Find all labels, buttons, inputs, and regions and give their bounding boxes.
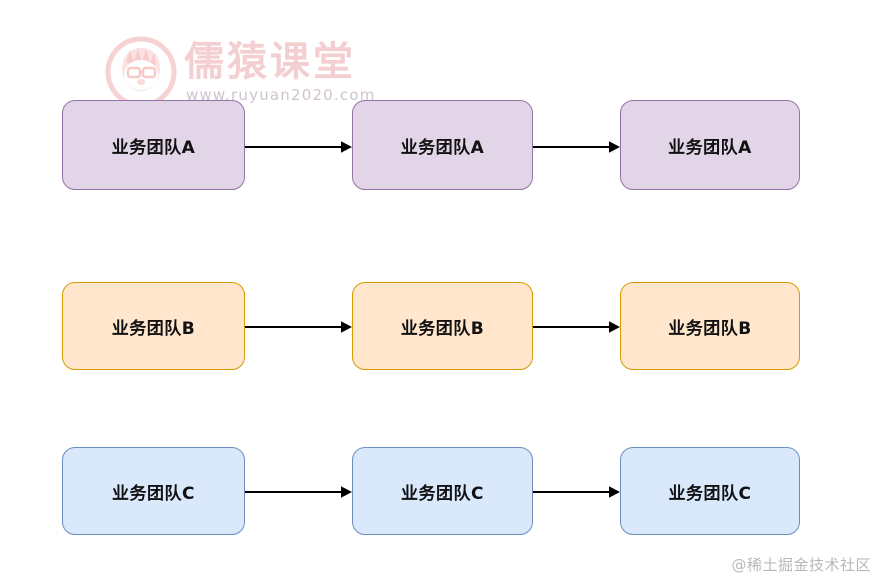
node-team-c-2[interactable]: 业务团队C	[352, 447, 533, 535]
node-label: 业务团队B	[111, 318, 196, 339]
node-label: 业务团队C	[401, 483, 484, 504]
node-team-c-1[interactable]: 业务团队C	[62, 447, 245, 535]
node-team-b-2[interactable]: 业务团队B	[352, 282, 533, 370]
arrow-team-c-1	[245, 485, 352, 499]
node-label: 业务团队C	[668, 483, 752, 504]
arrow-team-b-2	[533, 320, 620, 334]
node-label: 业务团队A	[111, 137, 196, 158]
brand-name: 儒猿课堂	[184, 39, 356, 85]
node-team-a-2[interactable]: 业务团队A	[352, 100, 533, 190]
monkey-mascot-icon	[104, 35, 178, 109]
arrow-team-b-1	[245, 320, 352, 334]
node-label: 业务团队B	[668, 318, 752, 339]
node-label: 业务团队A	[400, 137, 485, 158]
node-label: 业务团队A	[668, 137, 752, 158]
node-label: 业务团队C	[112, 483, 195, 504]
credit-watermark: @稀土掘金技术社区	[731, 556, 871, 574]
node-label: 业务团队B	[400, 318, 485, 339]
arrow-team-c-2	[533, 485, 620, 499]
arrow-team-a-1	[245, 140, 352, 154]
node-team-c-3[interactable]: 业务团队C	[620, 447, 800, 535]
arrow-team-a-2	[533, 140, 620, 154]
node-team-b-3[interactable]: 业务团队B	[620, 282, 800, 370]
node-team-a-1[interactable]: 业务团队A	[62, 100, 245, 190]
node-team-a-3[interactable]: 业务团队A	[620, 100, 800, 190]
node-team-b-1[interactable]: 业务团队B	[62, 282, 245, 370]
